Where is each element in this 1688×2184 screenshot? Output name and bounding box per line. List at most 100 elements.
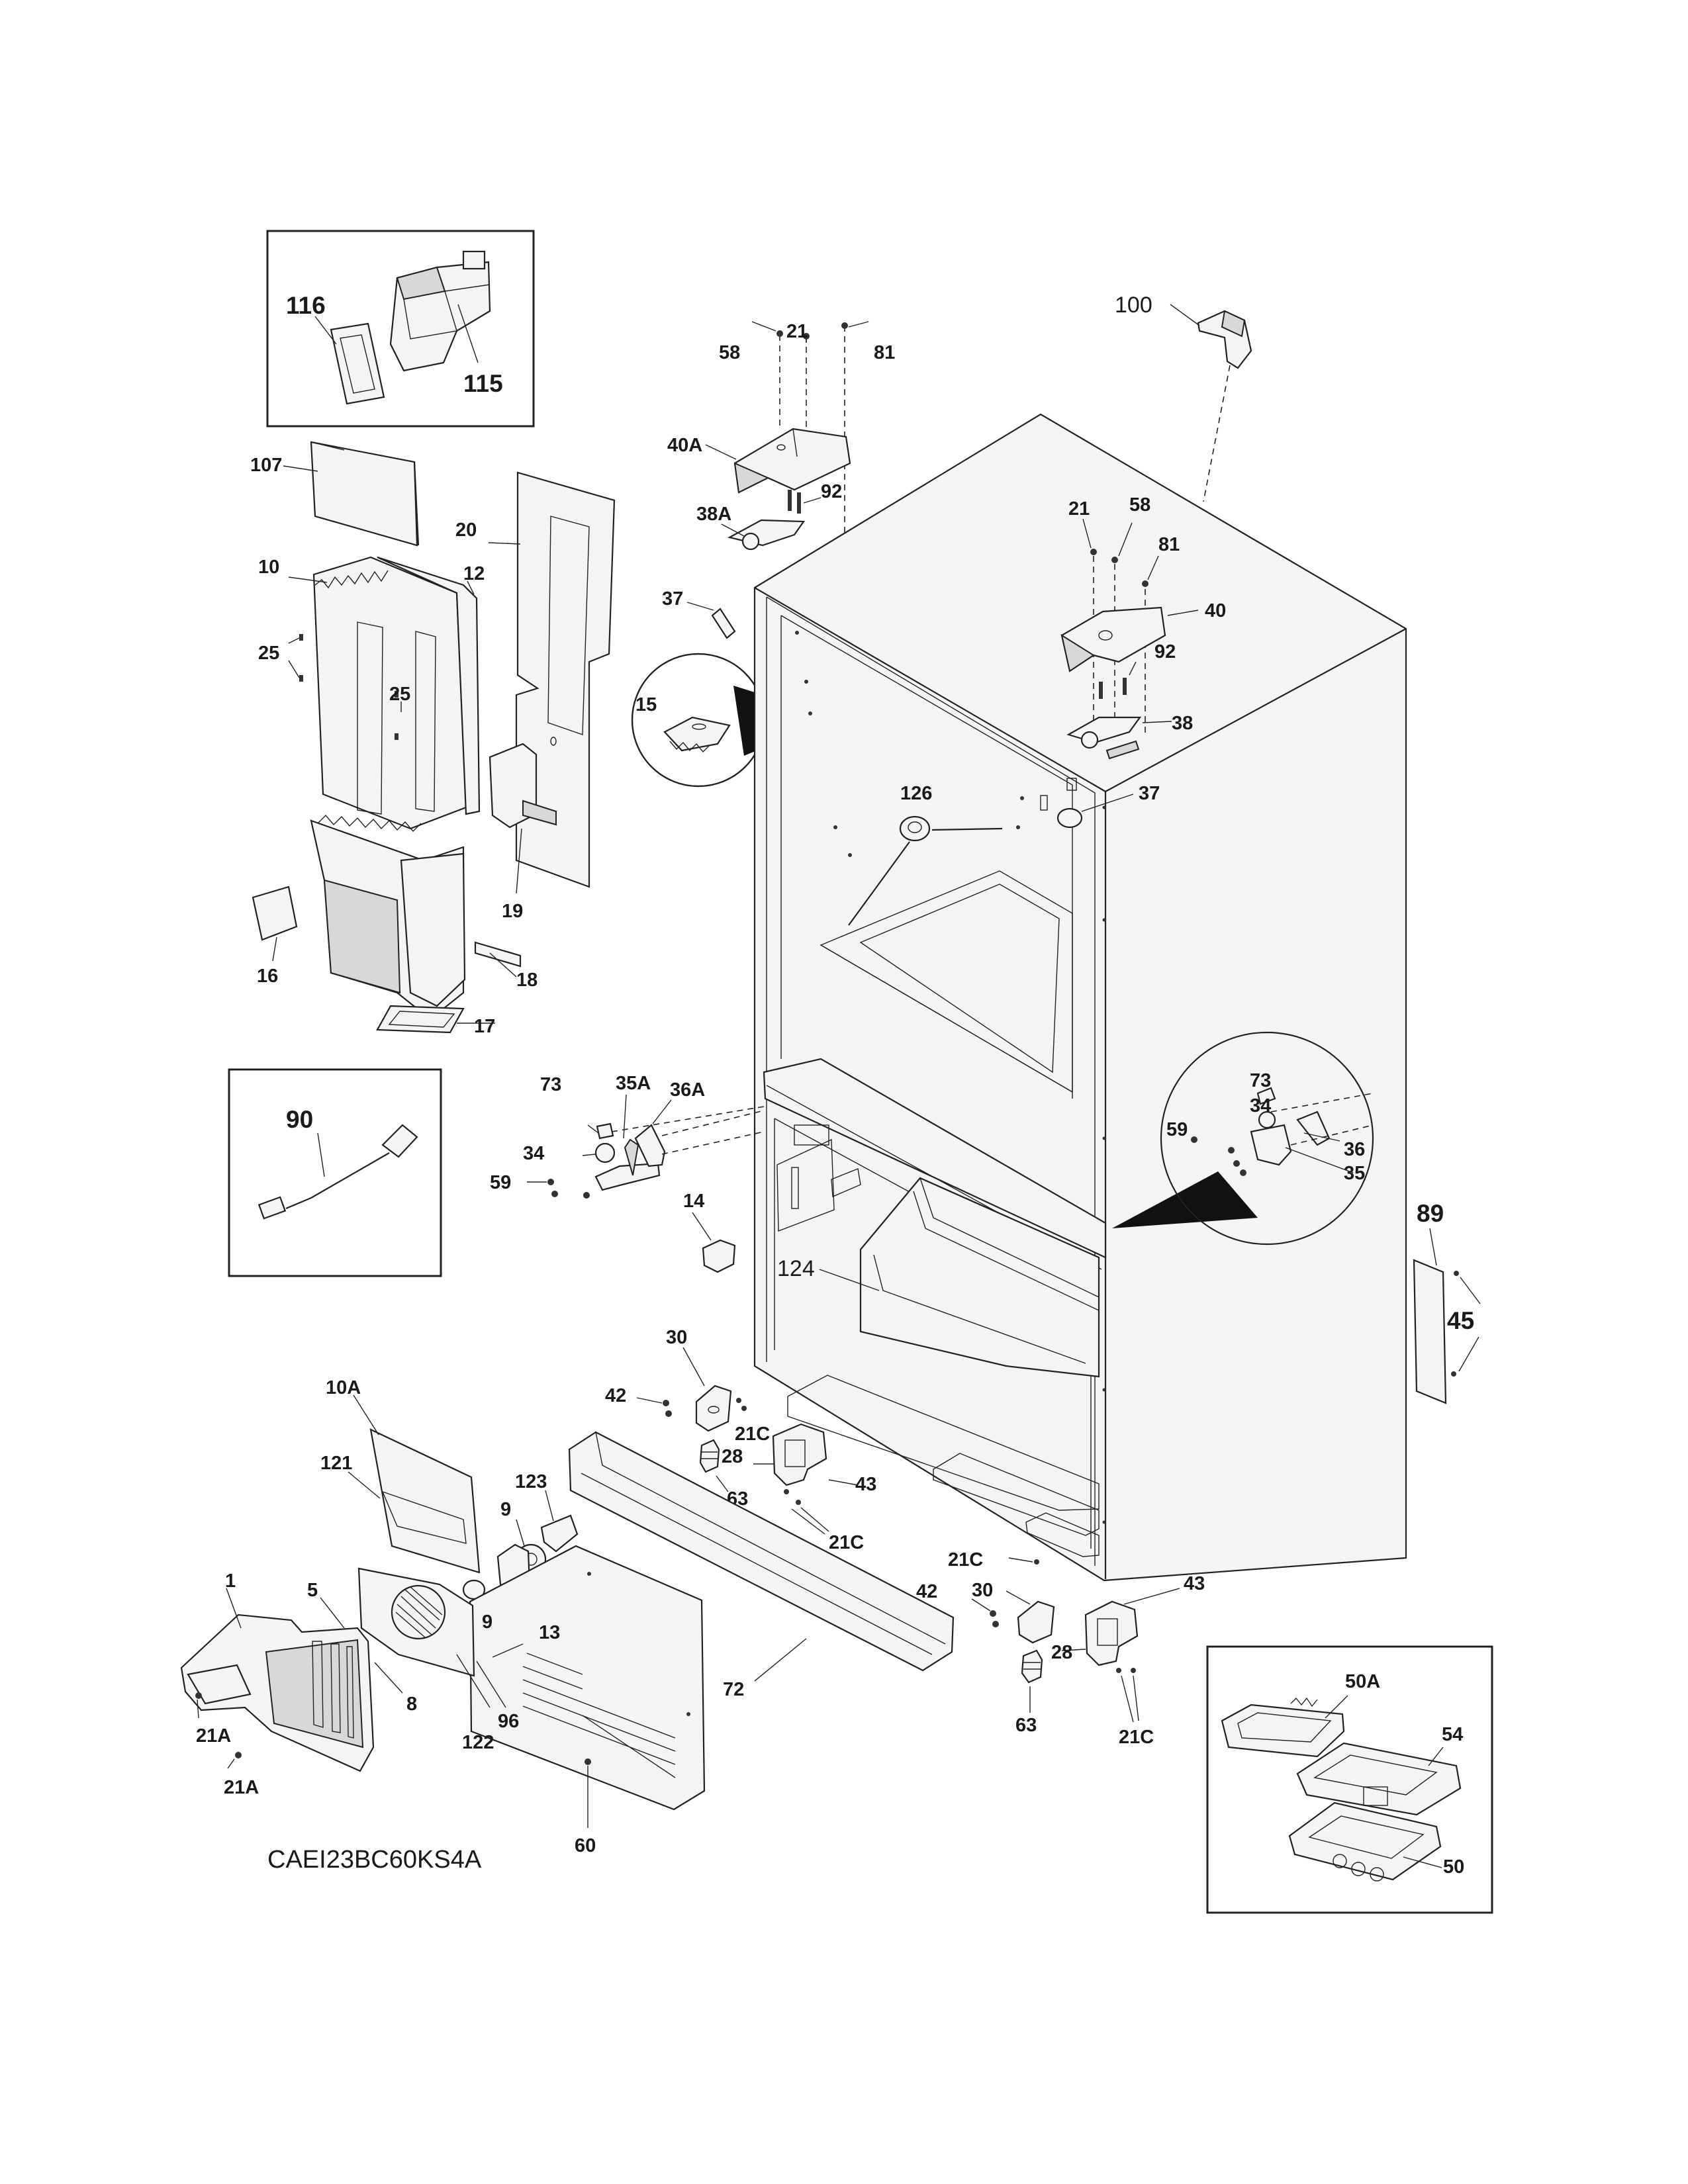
label-124: 124 [777, 1256, 815, 1281]
part-90-heater-wire [258, 1124, 418, 1220]
label-36A: 36A [670, 1079, 705, 1101]
inset-box-wire-harness: 90 [228, 1068, 442, 1277]
louver-slots [492, 1643, 676, 1778]
label-34-right: 34 [1250, 1095, 1271, 1116]
bottom-hinge-left: 30 42 21C 28 63 43 21C [605, 1327, 876, 1553]
label-34-left: 34 [523, 1143, 544, 1164]
label-35A: 35A [616, 1073, 651, 1094]
part-14-clip: 14 [683, 1191, 736, 1273]
label-123: 123 [515, 1471, 547, 1492]
part-28-hinge [772, 1423, 827, 1486]
label-35: 35 [1344, 1163, 1365, 1184]
part-30-hinge-bracket-right [1017, 1600, 1055, 1644]
part-40-hinge-cover [1060, 606, 1166, 672]
inset-box-drain-pan: 50A 54 50 [1206, 1645, 1493, 1914]
label-9-top: 9 [500, 1499, 511, 1520]
label-37-left: 37 [662, 588, 683, 610]
label-18: 18 [516, 970, 538, 991]
label-92-right: 92 [1154, 641, 1176, 662]
part-122-fan-shroud [357, 1567, 475, 1677]
part-38-hinge [1066, 716, 1142, 760]
label-63-right: 63 [1015, 1715, 1037, 1736]
label-21C-c: 21C [948, 1549, 983, 1570]
label-37-right: 37 [1139, 783, 1160, 804]
label-126: 126 [900, 783, 932, 804]
label-38A: 38A [696, 504, 731, 525]
label-115: 115 [463, 370, 503, 397]
label-60: 60 [575, 1835, 596, 1856]
label-45: 45 [1447, 1307, 1474, 1334]
center-hinge-left: 73 35A 36A 34 59 [490, 1073, 765, 1199]
label-50: 50 [1443, 1856, 1464, 1878]
part-115-housing [389, 250, 491, 372]
part-35A-hinge-bracket [594, 1138, 661, 1191]
label-12: 12 [463, 563, 485, 584]
label-30-left: 30 [666, 1327, 687, 1348]
label-28-right: 28 [1051, 1642, 1072, 1663]
part-89-side-cover: 89 45 [1413, 1200, 1481, 1404]
part-17-tray [376, 1005, 465, 1034]
part-123-bracket [540, 1514, 579, 1553]
label-9-bottom: 9 [482, 1612, 492, 1633]
label-59-right: 59 [1166, 1119, 1188, 1140]
bottom-hinge-right: 21C 42 30 43 28 63 21C [916, 1549, 1205, 1748]
part-10A-panel [369, 1428, 481, 1574]
model-number: CAEI23BC60KS4A [267, 1846, 482, 1874]
label-38: 38 [1172, 713, 1193, 734]
label-13: 13 [539, 1622, 560, 1643]
part-40A-hinge-cover [733, 428, 851, 494]
label-30-right: 30 [972, 1580, 993, 1601]
label-107: 107 [250, 455, 282, 476]
part-50A-pan [1221, 1697, 1345, 1758]
part-116-gasket [330, 322, 385, 405]
label-81-right: 81 [1158, 534, 1180, 555]
part-37-cap-left: 37 [662, 588, 736, 639]
part-107-lid [310, 441, 418, 547]
part-36A-hinge-plate [634, 1124, 666, 1167]
label-81-left: 81 [874, 342, 895, 363]
label-21-left: 21 [786, 321, 808, 342]
label-25-left: 25 [258, 643, 279, 664]
label-1: 1 [225, 1570, 236, 1592]
fan-icon [391, 1584, 446, 1640]
part-30-hinge-bracket [695, 1385, 732, 1432]
label-16: 16 [257, 966, 278, 987]
label-58-right: 58 [1129, 494, 1150, 516]
label-58-left: 58 [719, 342, 740, 363]
label-21A-bottom: 21A [224, 1777, 259, 1798]
label-42-right: 42 [916, 1581, 937, 1602]
label-121: 121 [320, 1453, 352, 1474]
label-89: 89 [1417, 1200, 1444, 1227]
part-28-hinge-right [1084, 1600, 1139, 1666]
part-63-leveler-left [699, 1439, 720, 1473]
part-12-ice-bin-side [377, 556, 481, 815]
part-72-kickplate: 72 [568, 1431, 955, 1700]
label-21C-a: 21C [735, 1424, 770, 1445]
part-16-flap [252, 886, 298, 941]
part-126-sensor: 126 [848, 783, 1003, 926]
part-54-frame [1296, 1742, 1462, 1816]
label-40: 40 [1205, 600, 1226, 621]
label-5: 5 [307, 1580, 318, 1601]
label-28-left: 28 [722, 1446, 743, 1467]
label-21C-b: 21C [829, 1532, 864, 1553]
label-25-right: 25 [389, 684, 410, 705]
label-73-left: 73 [540, 1074, 561, 1095]
ice-bin-assembly: 107 20 10 12 25 25 19 16 18 17 [250, 441, 616, 1037]
label-17: 17 [474, 1016, 495, 1037]
label-122: 122 [462, 1732, 494, 1753]
label-42-left: 42 [605, 1385, 626, 1406]
label-73-right: 73 [1250, 1070, 1271, 1091]
label-21A-top: 21A [196, 1725, 231, 1747]
inset-box-ice-parts: 116 115 [266, 230, 535, 428]
top-hinge-left: 58 21 81 40A 92 38A [667, 321, 895, 582]
refrigerator-cabinet [753, 413, 1407, 1582]
part-124-freezer-rail [859, 1177, 1100, 1378]
label-14: 14 [683, 1191, 704, 1212]
label-43-right: 43 [1184, 1573, 1205, 1594]
label-54: 54 [1442, 1724, 1463, 1745]
label-96: 96 [498, 1711, 519, 1732]
label-90: 90 [286, 1106, 313, 1133]
label-21-right: 21 [1068, 498, 1090, 520]
